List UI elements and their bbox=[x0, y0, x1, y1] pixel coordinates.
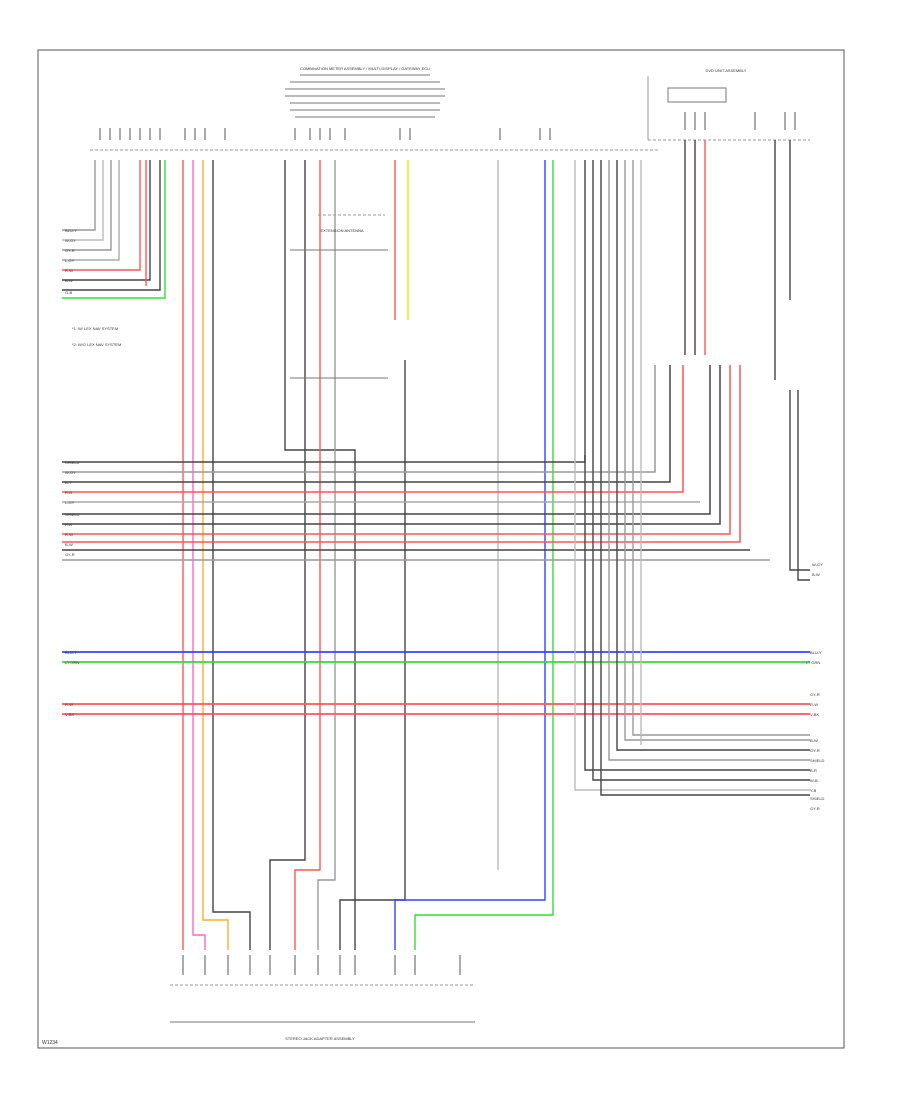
svg-text:GY-R: GY-R bbox=[810, 748, 820, 753]
svg-text:SHIELD: SHIELD bbox=[65, 460, 80, 465]
mid-left-labels: BLU-Y LT GRN R-W V-BK bbox=[65, 650, 79, 717]
svg-text:R-W: R-W bbox=[65, 532, 73, 537]
svg-text:B-W: B-W bbox=[65, 278, 73, 283]
svg-text:SHIELD: SHIELD bbox=[810, 758, 825, 763]
dvd-unit-component: DVD UNIT ASSEMBLY bbox=[647, 68, 810, 141]
horizontal-bundle-b bbox=[62, 365, 770, 561]
right-lower-bundle bbox=[574, 160, 810, 796]
svg-text:B-Y: B-Y bbox=[65, 480, 72, 485]
svg-text:GY-R: GY-R bbox=[65, 552, 75, 557]
extension-antenna-box: EXTENSION ANTENNA bbox=[290, 214, 388, 379]
svg-text:W-B: W-B bbox=[810, 778, 818, 783]
svg-text:COMBINATION METER ASSEMBLY / M: COMBINATION METER ASSEMBLY / MULTI-DISPL… bbox=[300, 66, 430, 71]
vertical-wires bbox=[182, 160, 554, 950]
svg-text:B-W: B-W bbox=[65, 542, 73, 547]
svg-text:B-W: B-W bbox=[810, 738, 818, 743]
diagram-frame bbox=[37, 49, 845, 1049]
mid-horizontal-pairs bbox=[62, 651, 810, 715]
svg-text:BLU-Y: BLU-Y bbox=[810, 650, 822, 655]
svg-text:*1: W/ LEX NAV SYSTEM: *1: W/ LEX NAV SYSTEM bbox=[72, 326, 118, 331]
bottom-pin-stubs bbox=[182, 955, 461, 975]
svg-text:Y-B: Y-B bbox=[810, 788, 817, 793]
svg-text:SHIELD: SHIELD bbox=[810, 796, 825, 801]
svg-text:R-B: R-B bbox=[65, 490, 72, 495]
svg-text:*2: W/O LEX NAV SYSTEM: *2: W/O LEX NAV SYSTEM bbox=[72, 342, 121, 347]
left-labels-a: BLU-Y W-GY GY-R L-GY R-W B-W G-B bbox=[65, 228, 77, 295]
svg-text:B-R: B-R bbox=[810, 768, 817, 773]
footer-code: W1234 bbox=[42, 1040, 58, 1046]
svg-text:W-GY: W-GY bbox=[812, 562, 823, 567]
right-lower-labels: B-W GY-R SHIELD B-R W-B Y-B SHIELD GY-R bbox=[810, 738, 825, 811]
mid-right-labels: BLU-Y LT GRN GY-R R-W V-BK bbox=[806, 650, 822, 717]
svg-text:SHIELD: SHIELD bbox=[65, 512, 80, 517]
svg-text:BLU-Y: BLU-Y bbox=[65, 228, 77, 233]
svg-text:V-BK: V-BK bbox=[65, 712, 74, 717]
svg-text:EXTENSION ANTENNA: EXTENSION ANTENNA bbox=[320, 228, 363, 233]
right-group-labels: W-GY B-W bbox=[812, 562, 823, 577]
svg-text:LT GRN: LT GRN bbox=[806, 660, 820, 665]
legend: *1: W/ LEX NAV SYSTEM *2: W/O LEX NAV SY… bbox=[72, 326, 121, 347]
svg-text:B-W: B-W bbox=[812, 572, 820, 577]
svg-text:GY-R: GY-R bbox=[810, 692, 820, 697]
svg-text:BLU-Y: BLU-Y bbox=[65, 650, 77, 655]
svg-text:GY-R: GY-R bbox=[65, 248, 75, 253]
svg-text:LT GRN: LT GRN bbox=[65, 660, 79, 665]
svg-text:R-W: R-W bbox=[810, 702, 818, 707]
top-pin-labels bbox=[99, 112, 796, 140]
svg-text:R-B: R-B bbox=[65, 522, 72, 527]
stereo-jack-adapter: STEREO JACK ADAPTER ASSEMBLY bbox=[170, 984, 475, 1041]
svg-text:DVD UNIT ASSEMBLY: DVD UNIT ASSEMBLY bbox=[706, 68, 747, 73]
dvd-right-wires bbox=[684, 140, 810, 581]
svg-text:R-W: R-W bbox=[65, 702, 73, 707]
top-component-title: COMBINATION METER ASSEMBLY / MULTI-DISPL… bbox=[285, 66, 445, 118]
svg-text:W-GY: W-GY bbox=[65, 238, 76, 243]
svg-text:STEREO JACK ADAPTER ASSEMBLY: STEREO JACK ADAPTER ASSEMBLY bbox=[285, 1036, 355, 1041]
svg-text:W-GY: W-GY bbox=[65, 470, 76, 475]
upper-left-bundle bbox=[62, 160, 166, 299]
svg-text:R-W: R-W bbox=[65, 268, 73, 273]
svg-text:G-B: G-B bbox=[65, 290, 72, 295]
svg-text:L-GY: L-GY bbox=[65, 500, 75, 505]
svg-text:L-GY: L-GY bbox=[65, 258, 75, 263]
svg-text:V-BK: V-BK bbox=[810, 712, 819, 717]
left-labels-b: SHIELD W-GY B-Y R-B L-GY SHIELD R-B R-W … bbox=[65, 460, 80, 557]
svg-text:GY-R: GY-R bbox=[810, 806, 820, 811]
